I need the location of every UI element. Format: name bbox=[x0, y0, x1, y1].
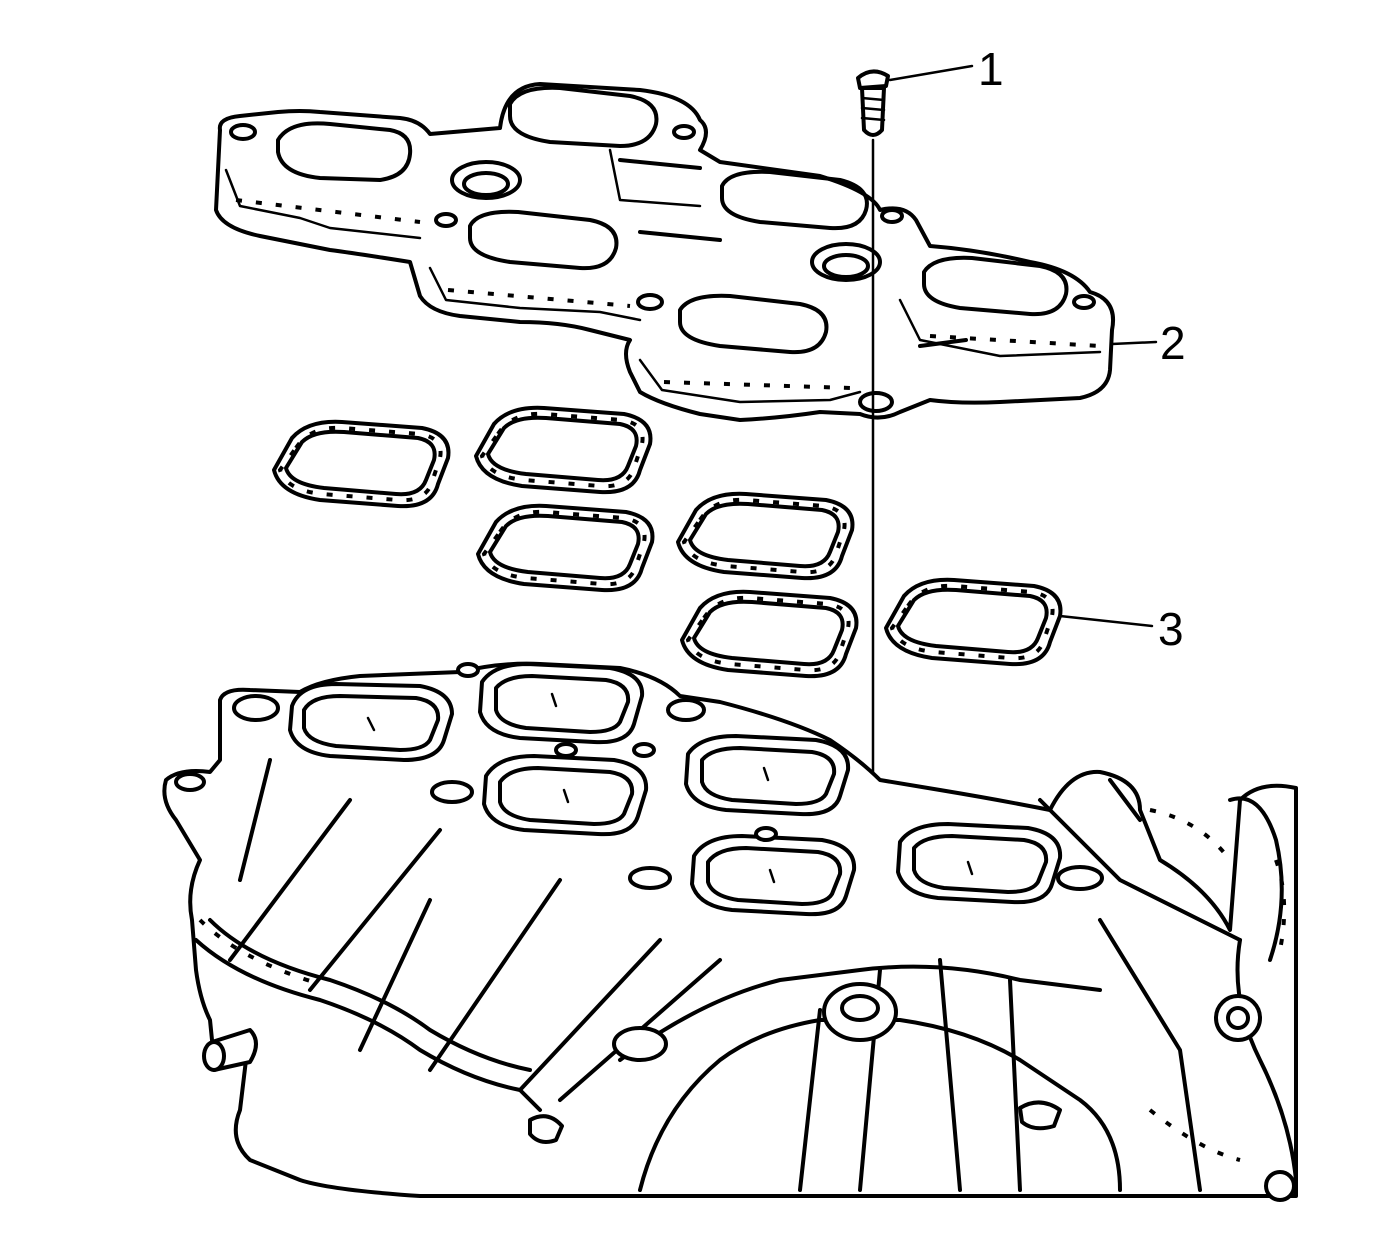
callout-2: 2 bbox=[1160, 317, 1186, 369]
lower-intake-manifold bbox=[162, 661, 1298, 1202]
gasket bbox=[474, 405, 653, 495]
gasket bbox=[676, 491, 855, 581]
gasket-set bbox=[272, 405, 1063, 679]
gasket bbox=[476, 503, 655, 593]
gasket bbox=[884, 577, 1063, 667]
gasket bbox=[272, 419, 451, 509]
upper-intake-manifold bbox=[214, 82, 1115, 422]
leader-lines bbox=[888, 64, 1158, 628]
callout-1: 1 bbox=[978, 43, 1004, 95]
callout-3: 3 bbox=[1158, 603, 1184, 655]
gasket bbox=[680, 589, 859, 679]
